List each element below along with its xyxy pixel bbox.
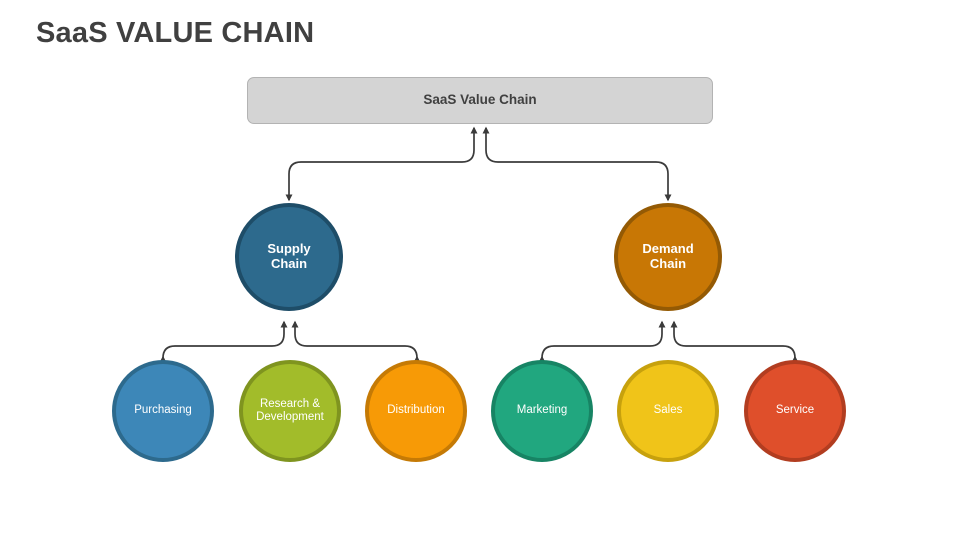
leaf-node-distribution-label: Distribution [387,404,445,417]
connector-supply-chain-to-distribution [291,320,421,363]
root-node-label: SaaS Value Chain [423,92,537,108]
leaf-node-purchasing[interactable]: Purchasing [112,360,214,462]
leaf-node-purchasing-label: Purchasing [134,404,192,417]
branch-node-demand-chain[interactable]: Demand Chain [614,203,722,311]
leaf-node-marketing-label: Marketing [516,404,568,417]
connector-supply-chain-to-purchasing [159,320,288,363]
leaf-node-research-and-development-label: Research & Development [256,397,324,423]
leaf-node-research-and-development[interactable]: Research & Development [239,360,341,462]
root-node-saas-value-chain[interactable]: SaaS Value Chain [247,77,713,124]
connector-root-to-supply-chain [285,126,478,202]
branch-node-supply-chain-label: Supply Chain [267,241,311,271]
connector-demand-chain-to-service [670,320,799,363]
leaf-node-service[interactable]: Service [744,360,846,462]
leaf-node-distribution[interactable]: Distribution [365,360,467,462]
leaf-node-service-label: Service [775,404,815,417]
branch-node-demand-chain-label: Demand Chain [642,241,694,271]
leaf-node-sales[interactable]: Sales [617,360,719,462]
leaf-node-sales-label: Sales [653,404,683,417]
connector-demand-chain-to-marketing [538,320,666,363]
branch-node-supply-chain[interactable]: Supply Chain [235,203,343,311]
leaf-node-marketing[interactable]: Marketing [491,360,593,462]
connector-root-to-demand-chain [482,126,672,202]
page-title: SaaS VALUE CHAIN [36,17,315,49]
